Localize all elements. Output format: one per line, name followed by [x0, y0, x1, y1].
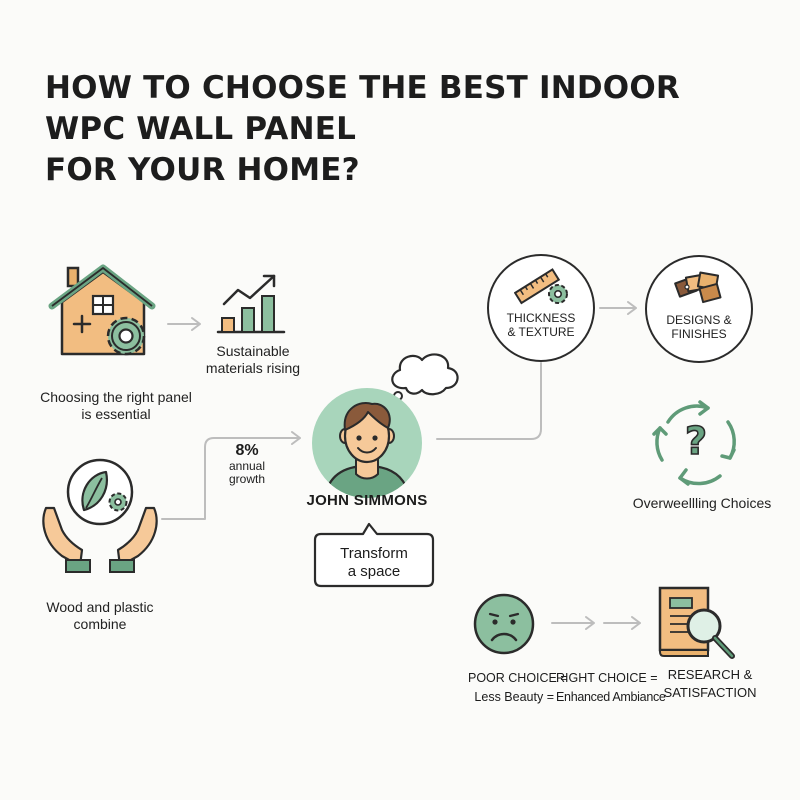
poor-choice-label: POOR CHOICE = Less Beauty =: [468, 671, 568, 704]
research-label: RESEARCH & SATISFACTION: [663, 667, 757, 700]
person-avatar-icon: [312, 388, 422, 498]
house-gear-icon: [48, 264, 156, 356]
page-title: HOW TO CHOOSE THE BEST INDOOR WPC WALL P…: [45, 68, 680, 191]
arrow-hands-to-person: [161, 431, 301, 520]
arrow-sad-to-right: [551, 616, 595, 630]
designs-label: DESIGNS & FINISHES: [666, 313, 732, 341]
arrow-thickness-to-designs: [599, 301, 637, 315]
question-cycle-icon: ?: [652, 400, 736, 486]
swatch-icon: [674, 271, 722, 304]
book-magnifier-icon: [658, 586, 735, 659]
growth-value: 8%: [235, 442, 259, 459]
title-line-2: WPC WALL PANEL: [45, 111, 357, 147]
title-line-3: FOR YOUR HOME?: [45, 152, 360, 188]
designs-ring: [645, 255, 753, 363]
svg-text:?: ?: [685, 419, 707, 463]
line-person-to-thickness: [436, 362, 542, 440]
speech-bubble: [313, 522, 435, 588]
arrow-house-to-chart: [167, 317, 201, 331]
thickness-label: THICKNESS & TEXTURE: [506, 311, 576, 339]
growth-label: 8% annual growth: [206, 442, 288, 486]
choices-caption: Overweellling Choices: [632, 495, 772, 511]
ruler-gear-icon: [514, 268, 568, 305]
person-name: JOHN SIMMONS: [306, 492, 428, 509]
right-choice-label: RIGHT CHOICE = Enhanced Ambiance: [556, 671, 666, 704]
thickness-ring: [487, 254, 595, 362]
chart-caption: Sustainable materials rising: [205, 343, 301, 376]
house-caption: Choosing the right panel is essential: [40, 389, 192, 422]
title-line-1: HOW TO CHOOSE THE BEST INDOOR: [45, 70, 680, 106]
thought-bubble-icon: [386, 353, 459, 406]
hands-caption: Wood and plastic combine: [46, 599, 154, 632]
speech-text: Transform a space: [340, 545, 408, 580]
bar-chart-icon: [216, 274, 286, 334]
sad-face-icon: [473, 593, 535, 655]
arrow-right-to-research: [603, 616, 641, 630]
hands-leaf-icon: [42, 458, 158, 573]
